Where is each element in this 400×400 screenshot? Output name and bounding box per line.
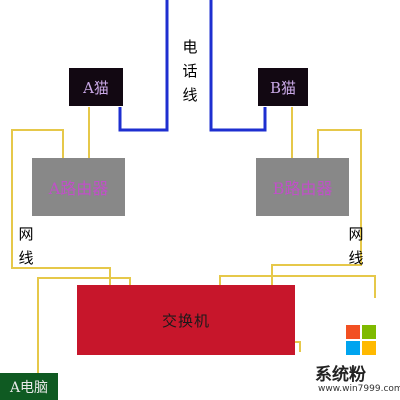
phone-lines — [118, 0, 267, 132]
router-a: A路由器 — [32, 158, 125, 216]
windows-logo-icon — [346, 325, 376, 355]
modem-a: A猫 — [69, 68, 123, 106]
watermark-name: 系统粉 — [315, 365, 366, 385]
switch-box: 交换机 — [77, 285, 295, 355]
phone-line-label: 电话线 — [182, 38, 198, 104]
cable-router-b-switch — [271, 129, 362, 285]
net-cable-label-right: 网线 — [348, 225, 364, 267]
cable-switch-corner — [295, 341, 301, 352]
cable-router-a-switch — [11, 129, 111, 285]
pc-a: A电脑 — [0, 373, 58, 400]
cable-switch-pc-a — [37, 277, 131, 373]
modem-b: B猫 — [258, 68, 308, 106]
cable-switch-right — [219, 275, 376, 298]
phone-line-to-modem-b — [209, 0, 267, 132]
network-cables — [11, 107, 376, 373]
watermark-url: www.win7999.com — [318, 384, 400, 394]
router-b: B路由器 — [256, 158, 349, 216]
phone-line-to-modem-a — [118, 0, 169, 132]
net-cable-label-left: 网线 — [18, 225, 34, 267]
